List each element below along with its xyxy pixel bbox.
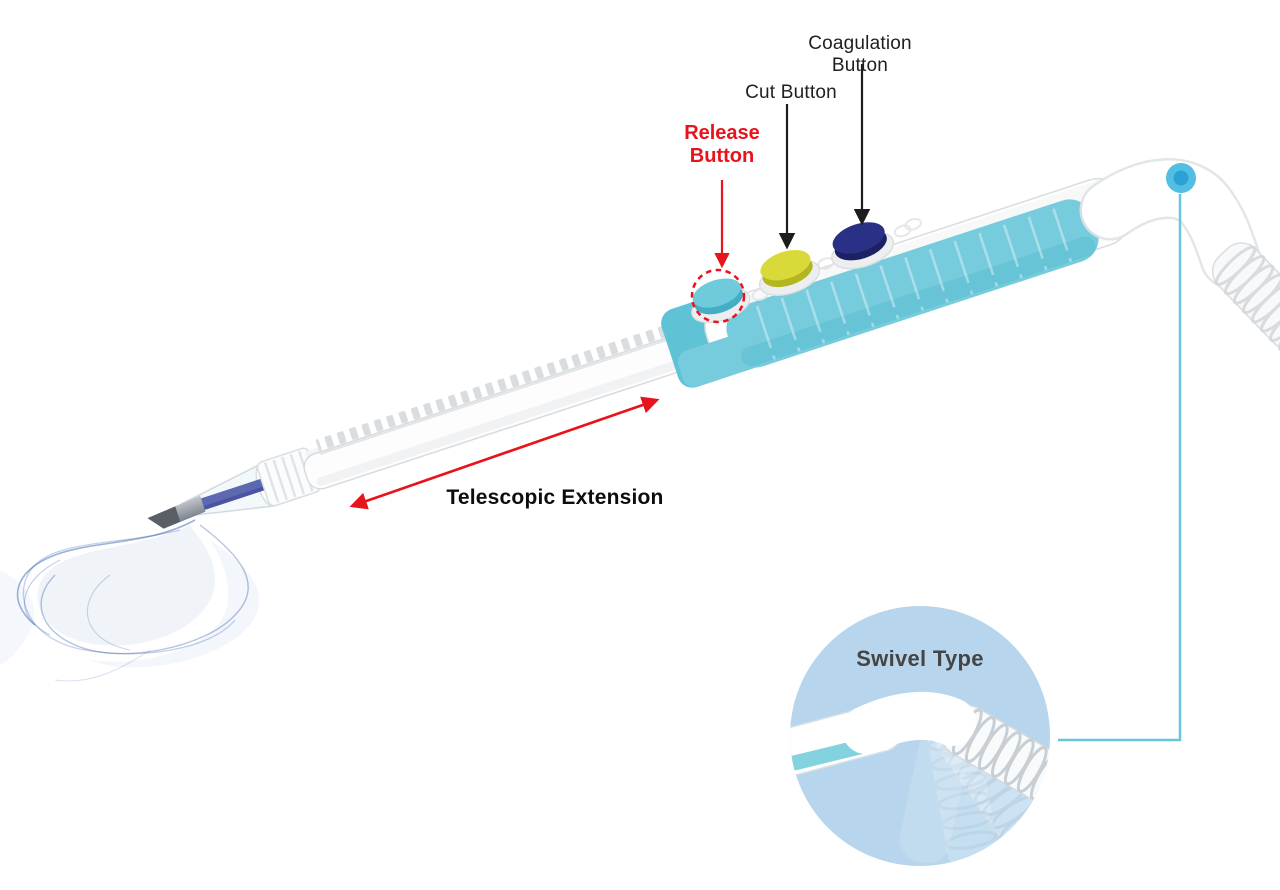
coagulation-button-label: Coagulation Button [808,33,912,76]
telescopic-arrow [349,396,660,510]
swivel-inset-handle [790,691,976,777]
cut-button-label: Cut Button [745,82,837,103]
release-button [691,278,751,324]
release-highlight-circle [690,268,746,324]
telescopic-extension-label: Telescopic Extension [446,486,664,509]
cut-button [758,250,821,296]
coagulation-button [831,222,895,270]
smoke-plume [0,519,260,682]
swivel-pivot-dot [1166,163,1196,193]
swivel-inset [790,606,1050,866]
shaft-teeth [315,324,672,455]
annotations [349,64,1182,742]
release-button-label: Release Button [684,122,760,167]
device-illustration [147,158,1280,529]
connector-line [1058,194,1182,742]
telescopic-shaft [303,324,685,490]
power-cable [1211,242,1280,352]
electrode-blade [147,477,272,529]
elbow-joint [1079,158,1261,289]
handle-grip [677,199,1099,388]
swivel-type-label: Swivel Type [856,646,984,671]
